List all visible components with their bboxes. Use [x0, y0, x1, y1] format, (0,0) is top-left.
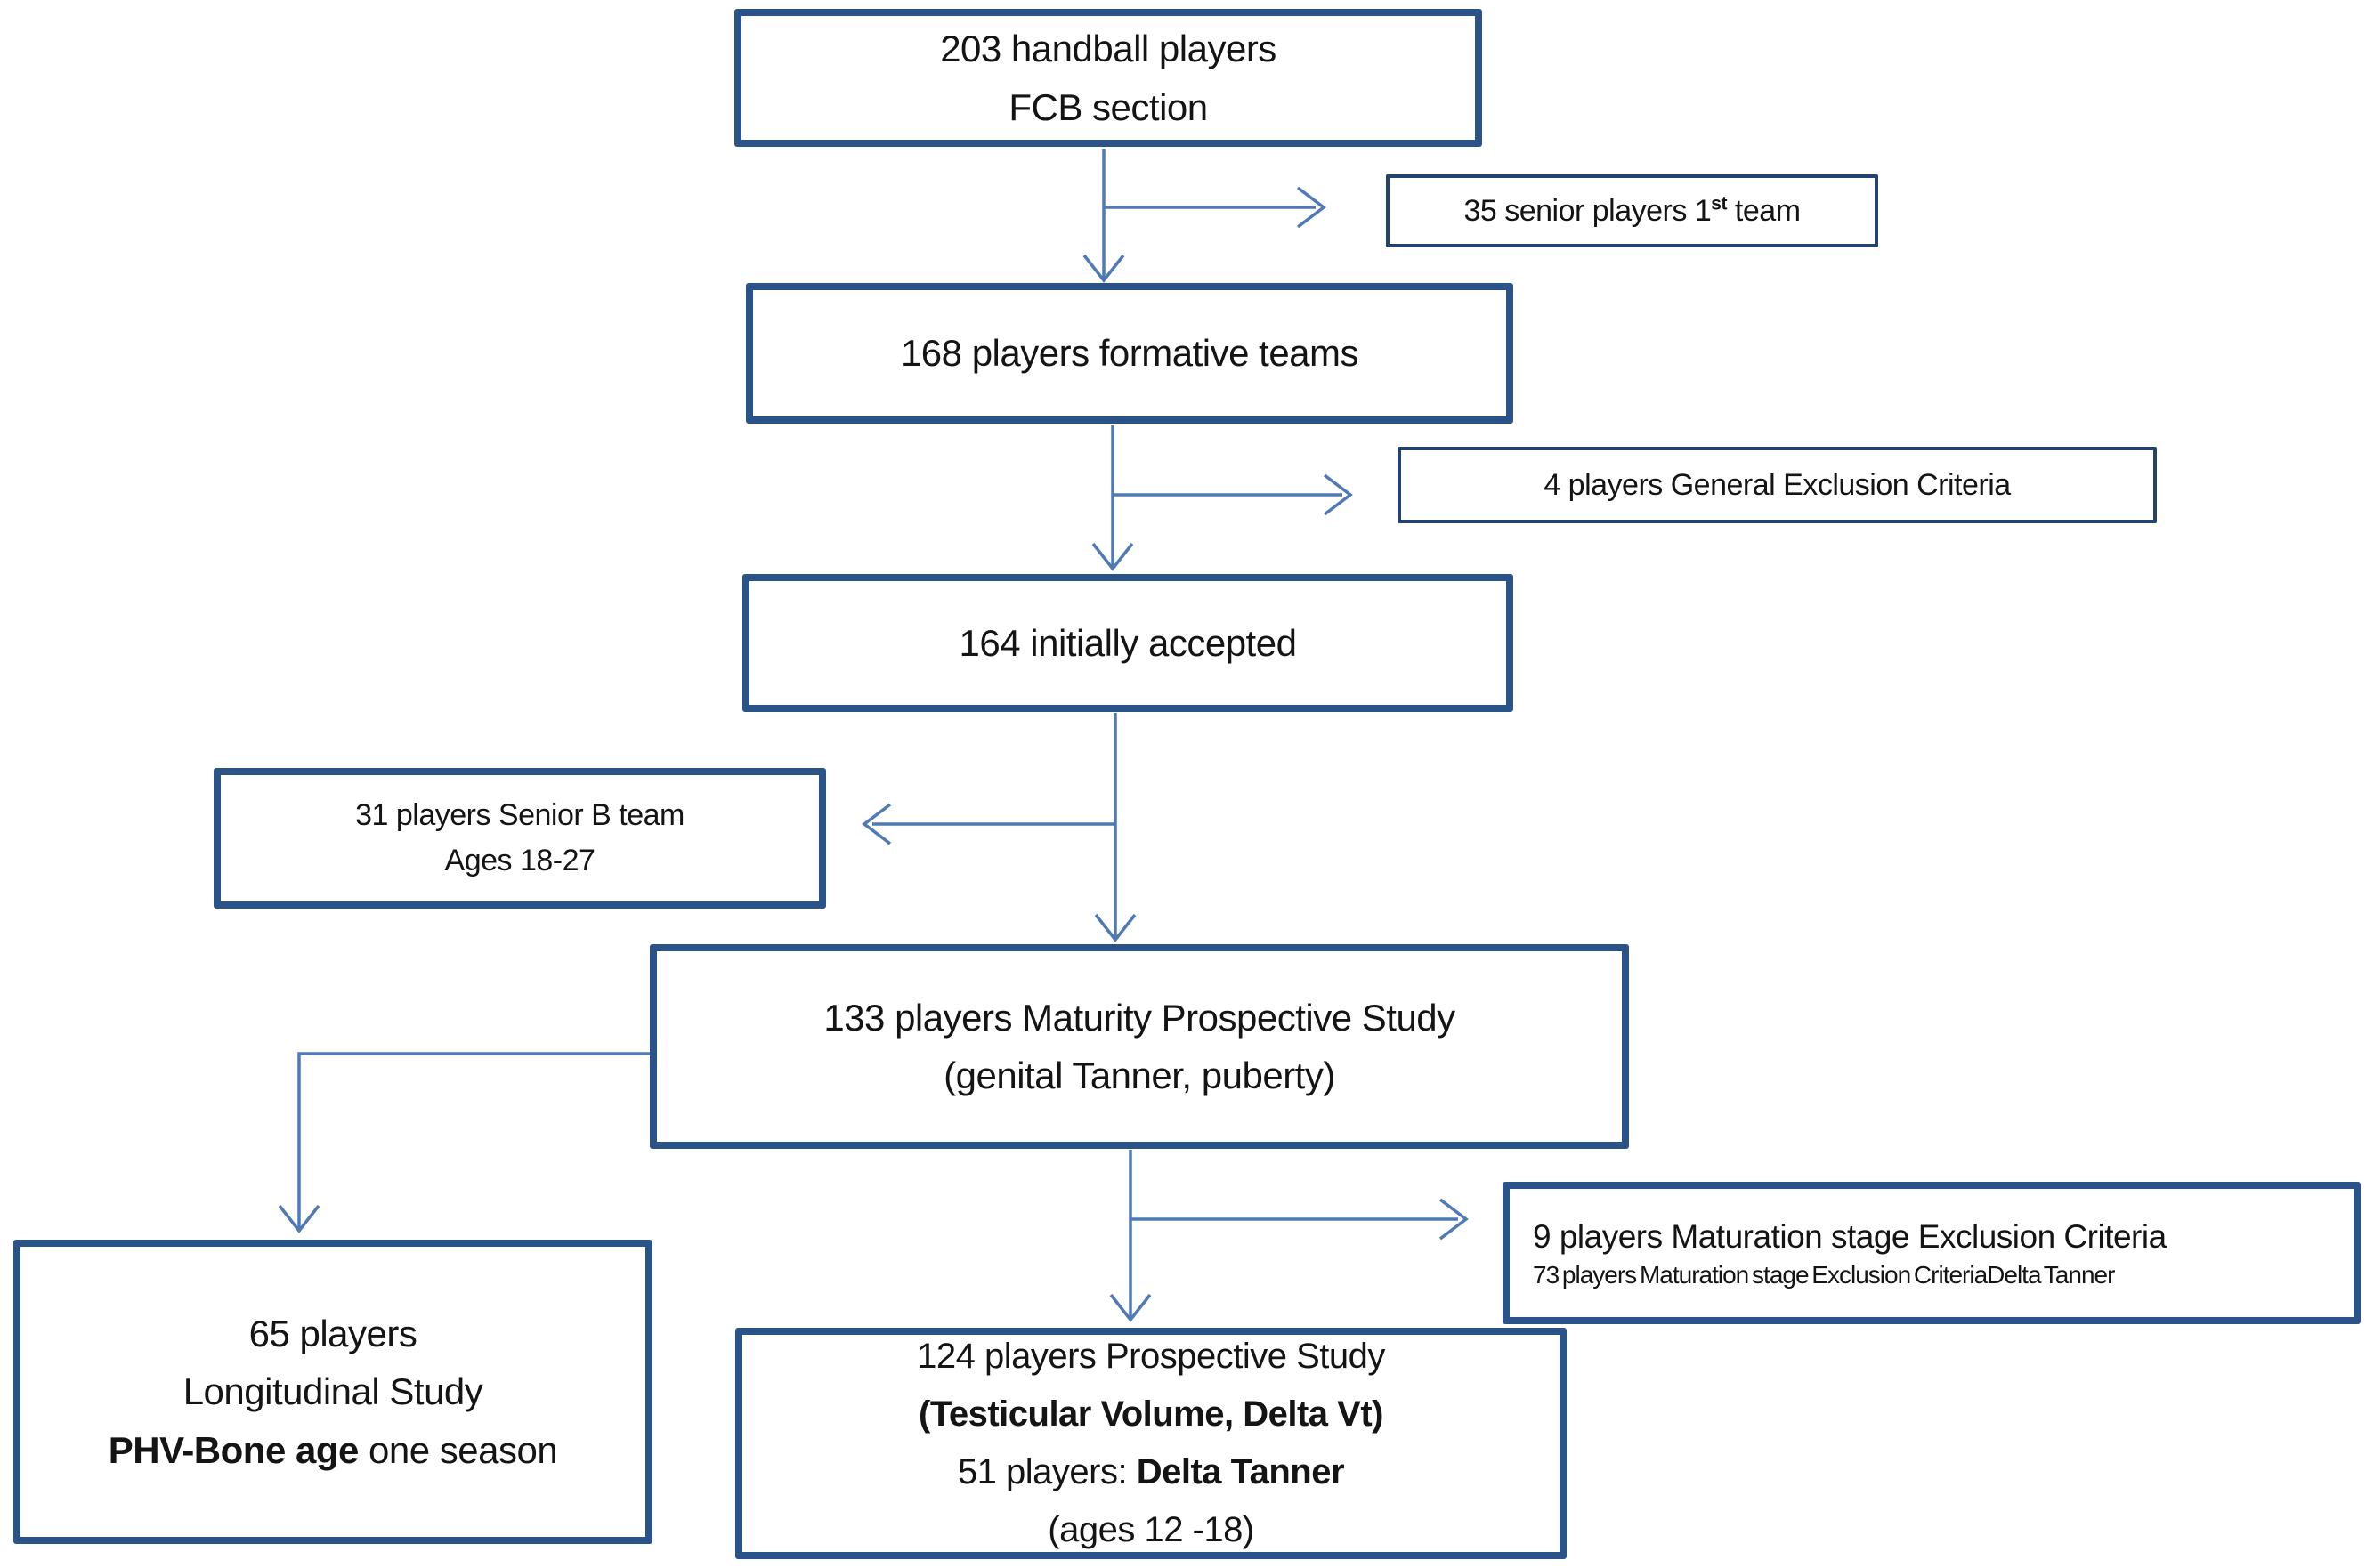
node-133-line2: (genital Tanner, puberty) — [944, 1055, 1335, 1096]
node-4-line1: 4 players General Exclusion Criteria — [1544, 467, 2011, 502]
node-65-line2: Longitudinal Study — [182, 1370, 483, 1413]
node-203-handball-players: 203 handball players FCB section — [734, 9, 1482, 147]
node-35-senior-players: 35 senior players 1st team — [1386, 174, 1878, 247]
node-9-line2: 73 players Maturation stage Exclusion Cr… — [1533, 1260, 2115, 1289]
arrowhead-down-168 — [1082, 254, 1125, 283]
node-168-formative-teams: 168 players formative teams — [746, 283, 1513, 424]
node-9-maturation-exclusion: 9 players Maturation stage Exclusion Cri… — [1503, 1182, 2361, 1324]
node-35-line1: 35 senior players 1st team — [1463, 193, 1801, 228]
node-65-line3: PHV-Bone age one season — [108, 1421, 558, 1479]
node-124-line3-pre: 51 players: — [957, 1452, 1137, 1491]
arrowhead-down-164 — [1091, 542, 1134, 571]
node-65-line1: 65 players — [248, 1313, 417, 1355]
arrowhead-down-124 — [1109, 1293, 1152, 1322]
node-124-line3-bold: Delta Tanner — [1136, 1452, 1345, 1491]
node-65-line3-rest: one season — [358, 1428, 558, 1471]
connector-133-to-65 — [297, 1052, 650, 1229]
arrowhead-right-9 — [1438, 1198, 1469, 1241]
node-164-initially-accepted: 164 initially accepted — [742, 574, 1513, 712]
node-168-line1: 168 players formative teams — [900, 332, 1359, 375]
node-203-line1: 203 handball players — [940, 28, 1276, 70]
node-65-line3-bold: PHV-Bone age — [108, 1428, 360, 1471]
arrowhead-right-35 — [1296, 186, 1326, 229]
node-31-senior-b-team: 31 players Senior B team Ages 18-27 — [214, 768, 826, 909]
arrowhead-down-65 — [278, 1204, 320, 1233]
superscript-st: st — [1711, 193, 1727, 214]
node-124-line3: 51 players: Delta Tanner — [957, 1443, 1345, 1501]
node-164-line1: 164 initially accepted — [959, 621, 1297, 664]
node-133-maturity-prospective-study: 133 players Maturity Prospective Study (… — [650, 944, 1629, 1149]
arrowhead-right-4 — [1323, 473, 1353, 516]
arrowhead-left-31 — [862, 803, 892, 845]
node-124-line2: (Testicular Volume, Delta Vt) — [919, 1394, 1383, 1435]
arrowhead-down-133 — [1094, 913, 1137, 942]
node-65-longitudinal-study: 65 players Longitudinal Study PHV-Bone a… — [13, 1240, 652, 1544]
node-124-prospective-study: 124 players Prospective Study (Testicula… — [735, 1328, 1567, 1559]
node-9-line1: 9 players Maturation stage Exclusion Cri… — [1533, 1217, 2167, 1255]
node-133-line1: 133 players Maturity Prospective Study — [823, 996, 1455, 1039]
node-203-line2: FCB section — [1009, 85, 1208, 128]
node-31-line2: Ages 18-27 — [444, 844, 596, 877]
node-4-general-exclusion: 4 players General Exclusion Criteria — [1398, 447, 2157, 523]
node-31-line1: 31 players Senior B team — [355, 798, 685, 832]
node-124-line1: 124 players Prospective Study — [917, 1337, 1385, 1377]
node-124-line4: (ages 12 -18) — [1048, 1509, 1254, 1549]
